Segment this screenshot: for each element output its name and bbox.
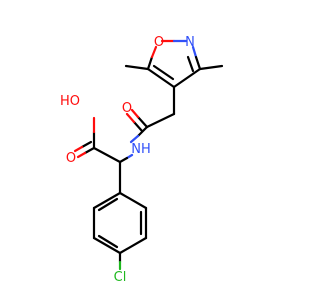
bond-amide-co-double-b [125,112,136,124]
bond-n2-c3 [191,45,198,59]
bond-ph-6 [92,191,122,210]
bond-carbonyl-n [136,125,149,138]
molecule-diagram: O N O NH HO O Cl [60,35,224,285]
bond-acid-co-double-b [73,145,84,153]
structure-canvas: O N O NH HO O Cl [60,35,224,285]
bond-ph-3 [118,236,148,255]
bond-acid-co [83,146,96,155]
bond-ph-double-3 [97,197,119,212]
bond-c4-c5-double [152,64,175,81]
bond-acid-co-double [80,140,93,149]
atom-amide-nh: NH [131,142,151,157]
bond-c5-o1-b [150,45,158,59]
bond-n2-c3-b [194,55,202,71]
atom-acid-hydroxyl: HO [60,94,80,109]
bond-n2-c3-double [186,55,195,73]
bond-carbonyl-n-b [129,134,140,144]
atom-chlorine: Cl [114,270,127,285]
atom-acid-oxygen: O [66,151,76,166]
atom-isoxazole-oxygen: O [154,35,164,50]
atom-isoxazole-nitrogen: N [185,35,195,50]
bond-c3-c4 [172,67,202,89]
bond-n-alpha-b [118,156,129,164]
isoxazole-ring [146,39,202,89]
bond-ph-4 [92,236,122,255]
bond-amide-co-b [130,108,140,119]
bond-alpha-cooh [92,146,122,164]
bond-amide-co [136,115,149,129]
bond-c4-c5 [146,67,176,89]
bond-acid-co-b [76,151,87,159]
bond-c5-o1 [146,55,154,71]
bond-ph-1 [118,191,148,210]
bond-ph-double-2 [97,234,119,249]
bond-c5-methyl [124,64,150,71]
phenyl-ring [92,191,148,255]
bond-c3-methyl [198,64,224,71]
atom-amide-oxygen: O [122,101,132,116]
bond-ch2-carbonyl [145,112,176,129]
bond-amide-co-double [132,120,144,133]
